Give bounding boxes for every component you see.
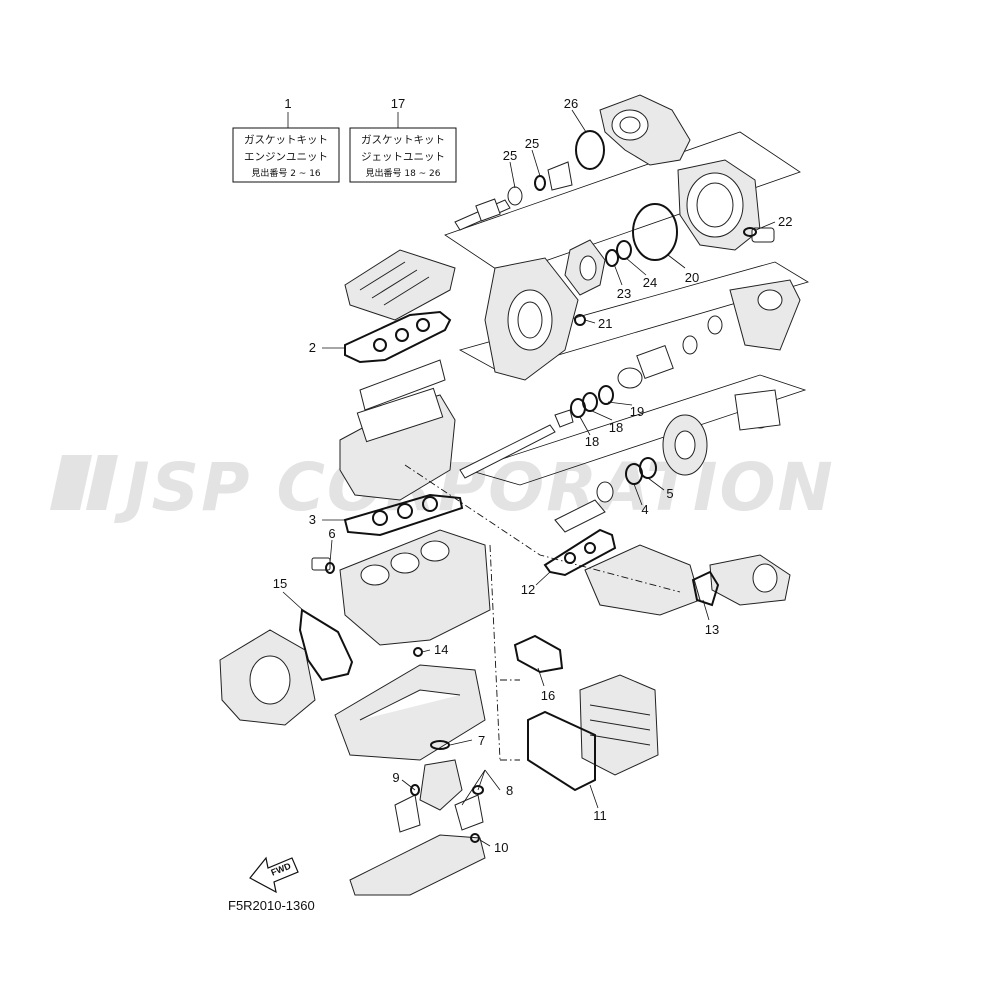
jet-shaft-assembly	[454, 161, 573, 231]
coupler-parts	[617, 315, 723, 389]
callout-21: 21	[598, 316, 612, 331]
seal-18b	[582, 392, 598, 412]
stator-gasket	[298, 608, 354, 682]
kit-line-3: 見出番号 2 ~ 16	[251, 167, 321, 179]
kit-line-3: 見出番号 18 ~ 26	[365, 167, 440, 179]
o-ring-26	[575, 130, 605, 170]
cylinder-head	[339, 359, 456, 501]
callout-7: 7	[478, 733, 485, 748]
o-ring-9	[410, 784, 420, 796]
kit-box-jet: 17 ガスケットキット ジェットユニット 見出番号 18 ~ 26	[349, 96, 457, 183]
seal-23	[605, 249, 619, 267]
crankcase	[334, 664, 486, 761]
callout-26: 26	[564, 96, 578, 111]
exhaust-gasket-13	[691, 570, 720, 607]
kit-number: 17	[391, 96, 405, 111]
cylinder-block	[339, 529, 491, 646]
coupling-shaft	[554, 481, 614, 533]
callout-9: 9	[392, 770, 399, 785]
head-cover-gasket	[344, 310, 452, 364]
callout-23: 23	[617, 286, 631, 301]
pump-cover	[599, 94, 691, 166]
assembly-line	[404, 464, 681, 593]
callout-5: 5	[666, 486, 673, 501]
callout-4: 4	[641, 502, 648, 517]
jet-panel-low	[466, 374, 807, 486]
head-gasket	[343, 493, 464, 537]
kit-line-2: ジェットユニット	[361, 151, 445, 163]
callout-2: 2	[309, 340, 316, 355]
gasket-16	[513, 634, 564, 674]
callout-14: 14	[434, 642, 448, 657]
callout-19: 19	[630, 404, 644, 419]
callout-18b: 18	[609, 420, 623, 435]
callout-10: 10	[494, 840, 508, 855]
impeller	[564, 239, 606, 296]
callout-3: 3	[309, 512, 316, 527]
drive-shaft	[459, 424, 556, 479]
seal-19	[598, 385, 614, 405]
o-ring-22	[743, 227, 757, 237]
leaders	[282, 109, 776, 847]
callout-22: 22	[778, 214, 792, 229]
callout-25a: 25	[503, 148, 517, 163]
gasket-holes	[373, 318, 430, 352]
cooler-gasket	[527, 710, 596, 792]
intermediate-housing	[484, 257, 579, 381]
clip	[554, 409, 574, 428]
o-ring-14	[413, 647, 423, 657]
kit-line-2: エンジンユニット	[244, 151, 328, 163]
cylinder-head-cover	[344, 249, 456, 321]
exhaust-pipe	[709, 554, 791, 606]
oil-pan	[349, 834, 486, 896]
assembly-line	[489, 544, 501, 761]
oil-pump	[394, 759, 484, 833]
jet-panel-mid	[458, 261, 809, 373]
o-ring-8	[472, 785, 484, 795]
jet-panel-top	[444, 131, 801, 276]
callout-24: 24	[643, 275, 657, 290]
callout-18a: 18	[585, 434, 599, 449]
callout-12: 12	[521, 582, 535, 597]
callout-15: 15	[273, 576, 287, 591]
washer-10	[470, 833, 480, 843]
kit-line-1: ガスケットキット	[244, 134, 328, 146]
sensor	[311, 557, 335, 574]
callout-20: 20	[685, 270, 699, 285]
gasket-7	[430, 740, 450, 750]
stator-cover	[219, 629, 316, 726]
fwd-arrow-icon: FWD	[249, 856, 299, 894]
bearing-housing	[729, 279, 801, 351]
callout-11: 11	[593, 808, 607, 823]
seal-24	[616, 240, 632, 260]
callouts: 2 3 4 5 6 7 8 9 10 11 12 13 14 15 16 18 …	[273, 96, 793, 855]
diagram-code: F5R2010-1360	[228, 898, 315, 913]
callout-13: 13	[705, 622, 719, 637]
watermark-text: JSP CORPORATION	[114, 449, 835, 526]
flywheel-assembly	[662, 389, 781, 476]
kit-number: 1	[284, 96, 291, 111]
callout-25b: 25	[525, 136, 539, 151]
callout-16: 16	[541, 688, 555, 703]
callout-6: 6	[328, 526, 335, 541]
callout-8: 8	[506, 783, 513, 798]
kit-box-engine: 1 ガスケットキット エンジンユニット 見出番号 2 ~ 16	[232, 96, 340, 183]
watermark: JSP CORPORATION	[50, 449, 835, 526]
oil-cooler	[579, 674, 659, 776]
impeller-housing	[677, 159, 775, 251]
assembly-line	[500, 679, 520, 761]
o-ring-20	[632, 203, 678, 261]
kit-line-1: ガスケットキット	[361, 134, 445, 146]
